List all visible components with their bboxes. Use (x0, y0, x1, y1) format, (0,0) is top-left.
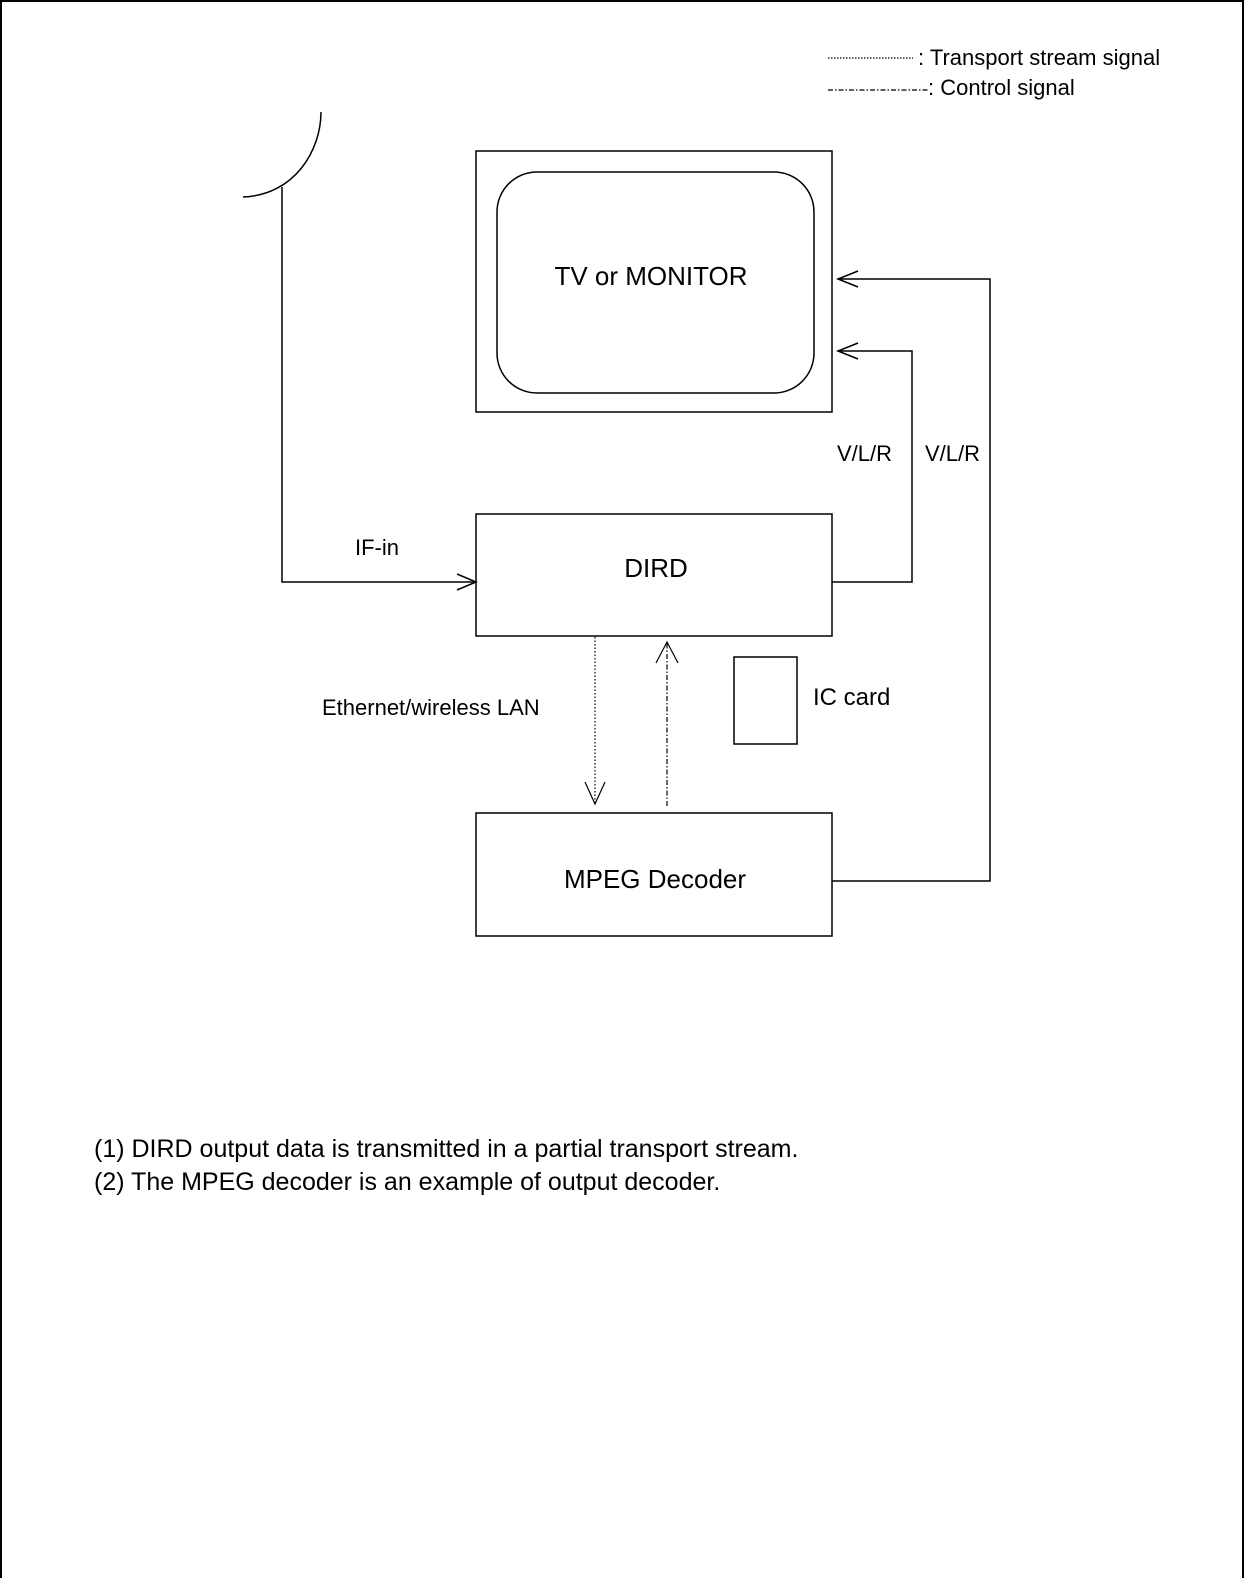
dird-to-tv-connector (832, 350, 913, 583)
tv-outer-frame (475, 150, 833, 413)
transport-stream-arrowhead (584, 781, 606, 806)
tv-screen (496, 171, 815, 394)
footnote-1: (1) DIRD output data is transmitted in a… (94, 1135, 799, 1163)
if-in-connector (281, 187, 476, 583)
legend-control-label: : Control signal (928, 75, 1075, 100)
if-in-label: IF-in (355, 535, 399, 560)
footnote-2: (2) The MPEG decoder is an example of ou… (94, 1168, 721, 1196)
dird-box (475, 513, 833, 637)
ic-card (733, 656, 798, 745)
mpeg-decoder-box (475, 812, 833, 937)
mpeg-to-tv-arrowhead (835, 270, 859, 288)
mpeg-to-tv-connector (832, 278, 991, 882)
legend-transport-label: : Transport stream signal (918, 45, 1160, 70)
antenna-dish (242, 111, 322, 198)
ic-card-label: IC card (813, 684, 890, 711)
legend: : Transport stream signal : Control sign… (828, 45, 1160, 100)
mpeg-decoder-label: MPEG Decoder (564, 864, 746, 894)
vlr-mpeg-label: V/L/R (925, 441, 980, 466)
footnotes: (1) DIRD output data is transmitted in a… (94, 1133, 798, 1199)
tv-label: TV or MONITOR (554, 261, 747, 291)
control-signal-arrowhead (655, 640, 679, 664)
dird-label: DIRD (624, 553, 688, 583)
vlr-dird-label: V/L/R (837, 441, 892, 466)
network-label: Ethernet/wireless LAN (322, 695, 540, 720)
dird-to-tv-arrowhead (835, 342, 859, 360)
